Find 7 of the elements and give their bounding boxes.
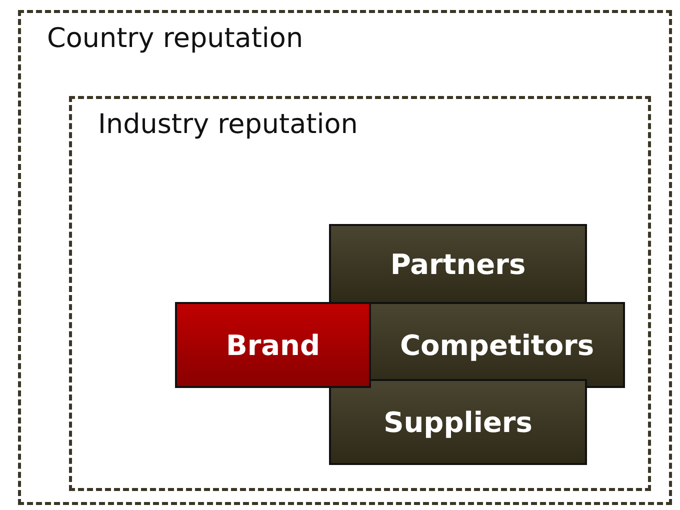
dashed-frame — [18, 10, 672, 505]
frame-title: Country reputation — [47, 23, 304, 54]
frame-title: Industry reputation — [98, 109, 358, 140]
highlighted-block: Brand — [175, 302, 371, 388]
dashed-frame — [69, 96, 651, 491]
stakeholder-block: Suppliers — [329, 379, 587, 465]
stakeholder-block: Partners — [329, 224, 587, 304]
